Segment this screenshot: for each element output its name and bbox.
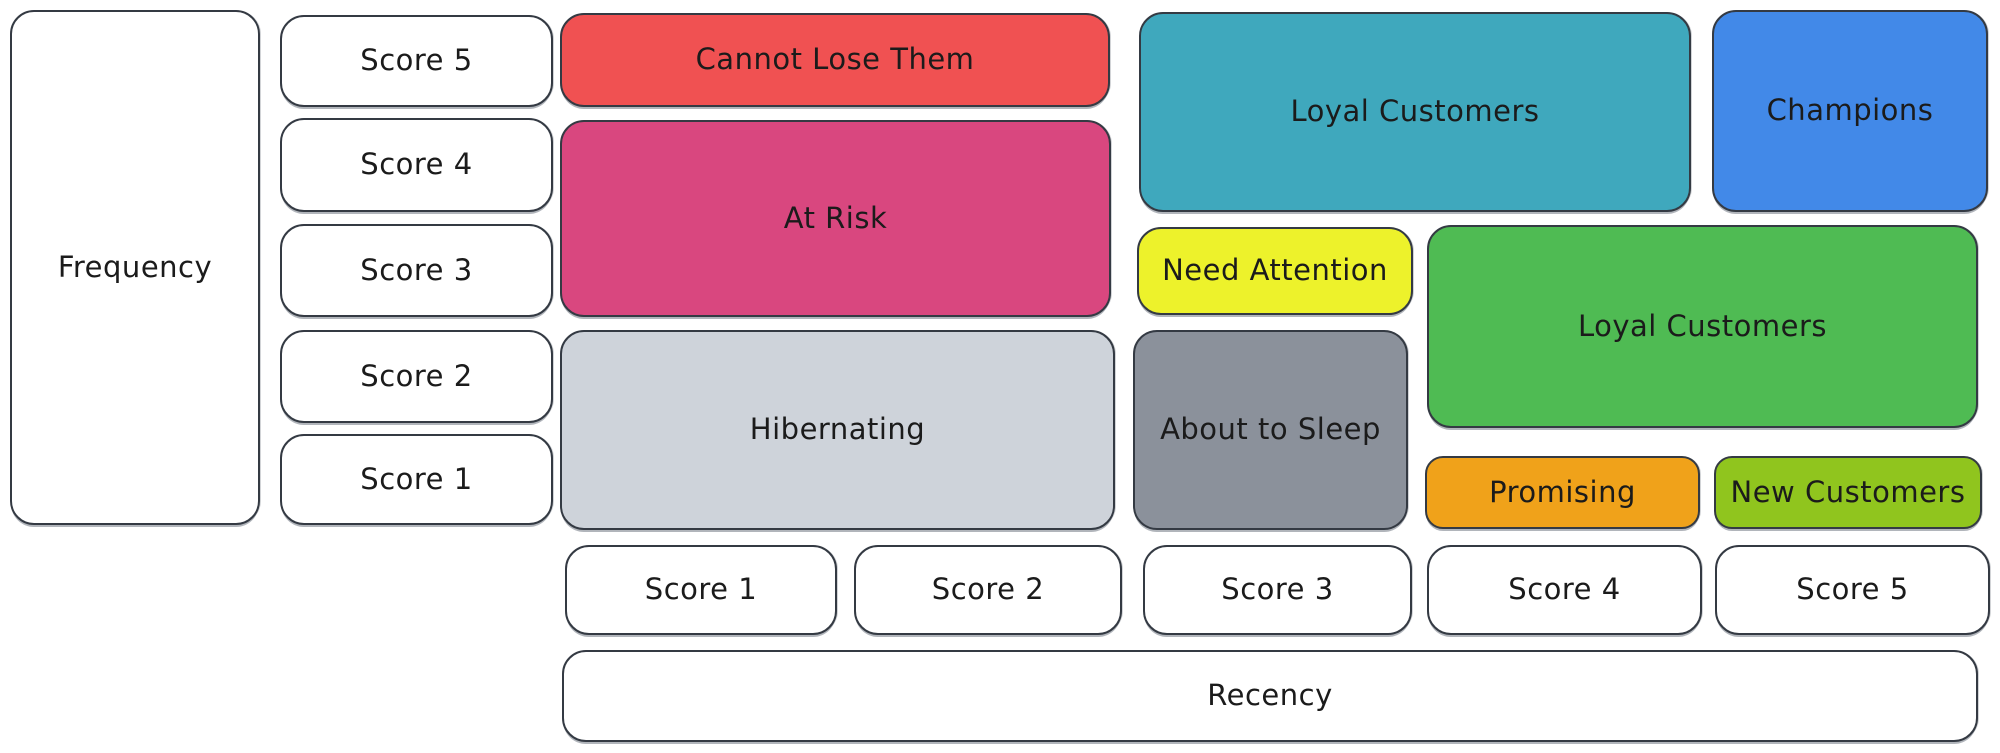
frequency-score-5-label: Score 5 — [360, 43, 473, 78]
segment-at-risk: At Risk — [560, 120, 1111, 317]
recency-score-3-box: Score 3 — [1143, 545, 1412, 635]
segment-loyal-customers-upper-label: Loyal Customers — [1290, 94, 1540, 129]
frequency-score-5-box: Score 5 — [280, 15, 553, 107]
segment-champions: Champions — [1712, 10, 1988, 212]
recency-score-5-label: Score 5 — [1796, 572, 1909, 607]
recency-score-1-label: Score 1 — [644, 572, 758, 607]
frequency-score-1-box: Score 1 — [280, 434, 553, 525]
frequency-score-4-box: Score 4 — [280, 118, 553, 212]
frequency-score-2-label: Score 2 — [360, 358, 473, 393]
frequency-score-3-box: Score 3 — [280, 224, 553, 317]
segment-hibernating-label: Hibernating — [749, 412, 926, 447]
segment-need-attention: Need Attention — [1137, 227, 1413, 315]
recency-score-4-box: Score 4 — [1427, 545, 1702, 635]
recency-score-3-label: Score 3 — [1221, 572, 1334, 607]
segment-promising-label: Promising — [1489, 474, 1636, 509]
segment-loyal-customers-upper: Loyal Customers — [1139, 12, 1691, 212]
segment-new-customers-label: New Customers — [1730, 474, 1966, 509]
frequency-score-1-label: Score 1 — [360, 461, 473, 496]
segment-loyal-customers-lower: Loyal Customers — [1427, 225, 1978, 428]
segment-new-customers: New Customers — [1714, 456, 1982, 529]
segment-promising: Promising — [1425, 456, 1700, 529]
segment-champions-label: Champions — [1766, 93, 1934, 128]
recency-axis-box: Recency — [562, 650, 1978, 742]
recency-score-1-box: Score 1 — [565, 545, 837, 635]
segment-at-risk-label: At Risk — [783, 200, 888, 235]
segment-cannot-lose-them-label: Cannot Lose Them — [695, 42, 975, 77]
frequency-score-3-label: Score 3 — [360, 252, 473, 287]
recency-score-2-box: Score 2 — [854, 545, 1122, 635]
recency-score-5-box: Score 5 — [1715, 545, 1990, 635]
frequency-score-2-box: Score 2 — [280, 330, 553, 423]
segment-about-to-sleep: About to Sleep — [1133, 330, 1408, 530]
recency-score-4-label: Score 4 — [1508, 572, 1621, 607]
segment-need-attention-label: Need Attention — [1162, 253, 1388, 288]
frequency-axis-label: Frequency — [57, 249, 213, 284]
recency-axis-label: Recency — [1207, 678, 1333, 713]
segment-about-to-sleep-label: About to Sleep — [1160, 412, 1381, 447]
frequency-axis-box: Frequency — [10, 10, 260, 525]
recency-score-2-label: Score 2 — [931, 572, 1045, 607]
segment-loyal-customers-lower-label: Loyal Customers — [1577, 308, 1828, 343]
segment-hibernating: Hibernating — [560, 330, 1115, 530]
segment-cannot-lose-them: Cannot Lose Them — [560, 13, 1110, 107]
frequency-score-4-label: Score 4 — [360, 147, 473, 182]
